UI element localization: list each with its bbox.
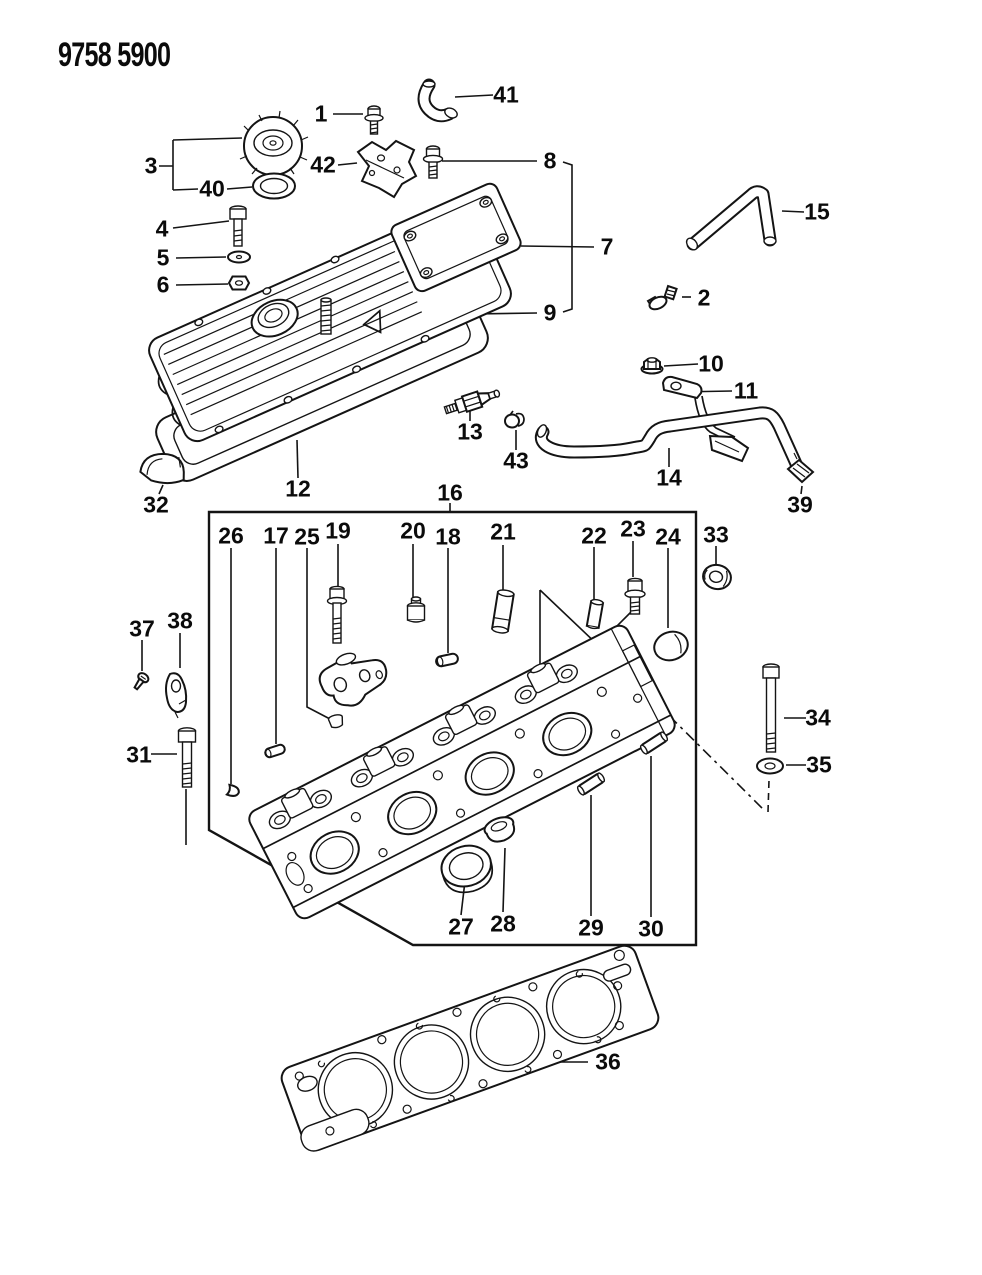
pcv-hose-15: [685, 185, 777, 251]
callout-39: 39: [787, 491, 813, 518]
callout-8: 8: [543, 147, 557, 174]
seal-ring-27: [440, 844, 493, 894]
callout-36: 36: [595, 1048, 621, 1075]
bolt-19: [326, 585, 348, 644]
callout-30: 30: [638, 915, 664, 942]
callout-22: 22: [581, 522, 607, 549]
bracket-11: [661, 375, 750, 463]
callout-27: 27: [448, 913, 474, 940]
half-circle-plug-32: [139, 452, 185, 485]
callout-9: 9: [543, 299, 557, 326]
callout-20: 20: [400, 517, 426, 544]
callout-37: 37: [129, 615, 155, 642]
callout-2: 2: [697, 284, 711, 311]
callout-42: 42: [310, 151, 336, 178]
rocker-bracket-casting: [318, 652, 388, 707]
callout-14: 14: [656, 464, 682, 491]
callout-29: 29: [578, 914, 604, 941]
callout-23: 23: [620, 515, 646, 542]
valve-guide-21: [490, 589, 515, 634]
callout-7: 7: [600, 233, 614, 260]
water-hose-14: [534, 406, 804, 473]
plug-26: [225, 783, 240, 797]
callout-5: 5: [156, 244, 170, 271]
stud-22: [585, 598, 605, 630]
callout-10: 10: [698, 350, 724, 377]
cup-25: [327, 714, 344, 729]
bolt-31: [177, 727, 197, 788]
callout-41: 41: [493, 81, 519, 108]
washer-5: [227, 250, 251, 264]
grommet-33: [702, 563, 732, 591]
callout-6: 6: [156, 271, 170, 298]
callout-35: 35: [806, 751, 832, 778]
bolt-23: [624, 577, 646, 615]
head-gasket: [280, 944, 660, 1152]
cap-28: [483, 816, 516, 843]
hose-clamp-2: [646, 284, 678, 311]
sensor-13: [443, 389, 501, 415]
dowel-30: [639, 731, 669, 755]
callout-1: 1: [314, 100, 328, 127]
dowel-29: [576, 772, 606, 796]
callout-31: 31: [126, 741, 152, 768]
callout-12: 12: [285, 475, 311, 502]
callout-17: 17: [263, 522, 289, 549]
flange-nut-10: [640, 357, 664, 375]
callout-19: 19: [325, 517, 351, 544]
screw-37: [133, 672, 150, 691]
callout-13: 13: [457, 418, 483, 445]
washer-35: [756, 757, 784, 775]
callout-16: 16: [437, 479, 463, 506]
callout-34: 34: [805, 704, 831, 731]
screw-1: [364, 105, 384, 135]
diagram-code: 9758 5900: [58, 36, 171, 74]
callout-25: 25: [294, 523, 320, 550]
stud-9: [320, 297, 332, 335]
clip-43: [504, 410, 525, 429]
callout-24: 24: [655, 523, 681, 550]
callout-43: 43: [503, 447, 529, 474]
callout-32: 32: [143, 491, 169, 518]
callout-11: 11: [733, 377, 759, 404]
cam-cap-38: [165, 672, 188, 719]
callout-21: 21: [490, 518, 516, 545]
cylinder-head: [248, 624, 676, 920]
callout-3: 3: [144, 152, 158, 179]
filler-cap-gasket: [252, 172, 296, 200]
callout-33: 33: [703, 521, 729, 548]
bolt-4: [229, 205, 247, 247]
hose-clamp-39: [786, 452, 815, 484]
cam-plug-24: [653, 630, 689, 662]
callout-4: 4: [155, 215, 169, 242]
leader-lines: [141, 94, 806, 1063]
callout-38: 38: [167, 607, 193, 634]
callout-26: 26: [218, 522, 244, 549]
pin-18: [435, 652, 459, 668]
callout-15: 15: [804, 198, 830, 225]
plug-20: [406, 596, 426, 623]
callout-28: 28: [490, 910, 516, 937]
baffle-plate-42: [356, 139, 418, 199]
oil-filler-cap: [239, 110, 309, 180]
callout-40: 40: [199, 175, 225, 202]
breather-hose-41: [417, 78, 458, 123]
callout-18: 18: [435, 523, 461, 550]
bolt-8: [422, 145, 444, 179]
pin-17: [264, 743, 286, 759]
head-bolt-34: [762, 663, 780, 753]
nut-6: [227, 275, 251, 291]
cylinder-head-group-box: [207, 510, 698, 947]
